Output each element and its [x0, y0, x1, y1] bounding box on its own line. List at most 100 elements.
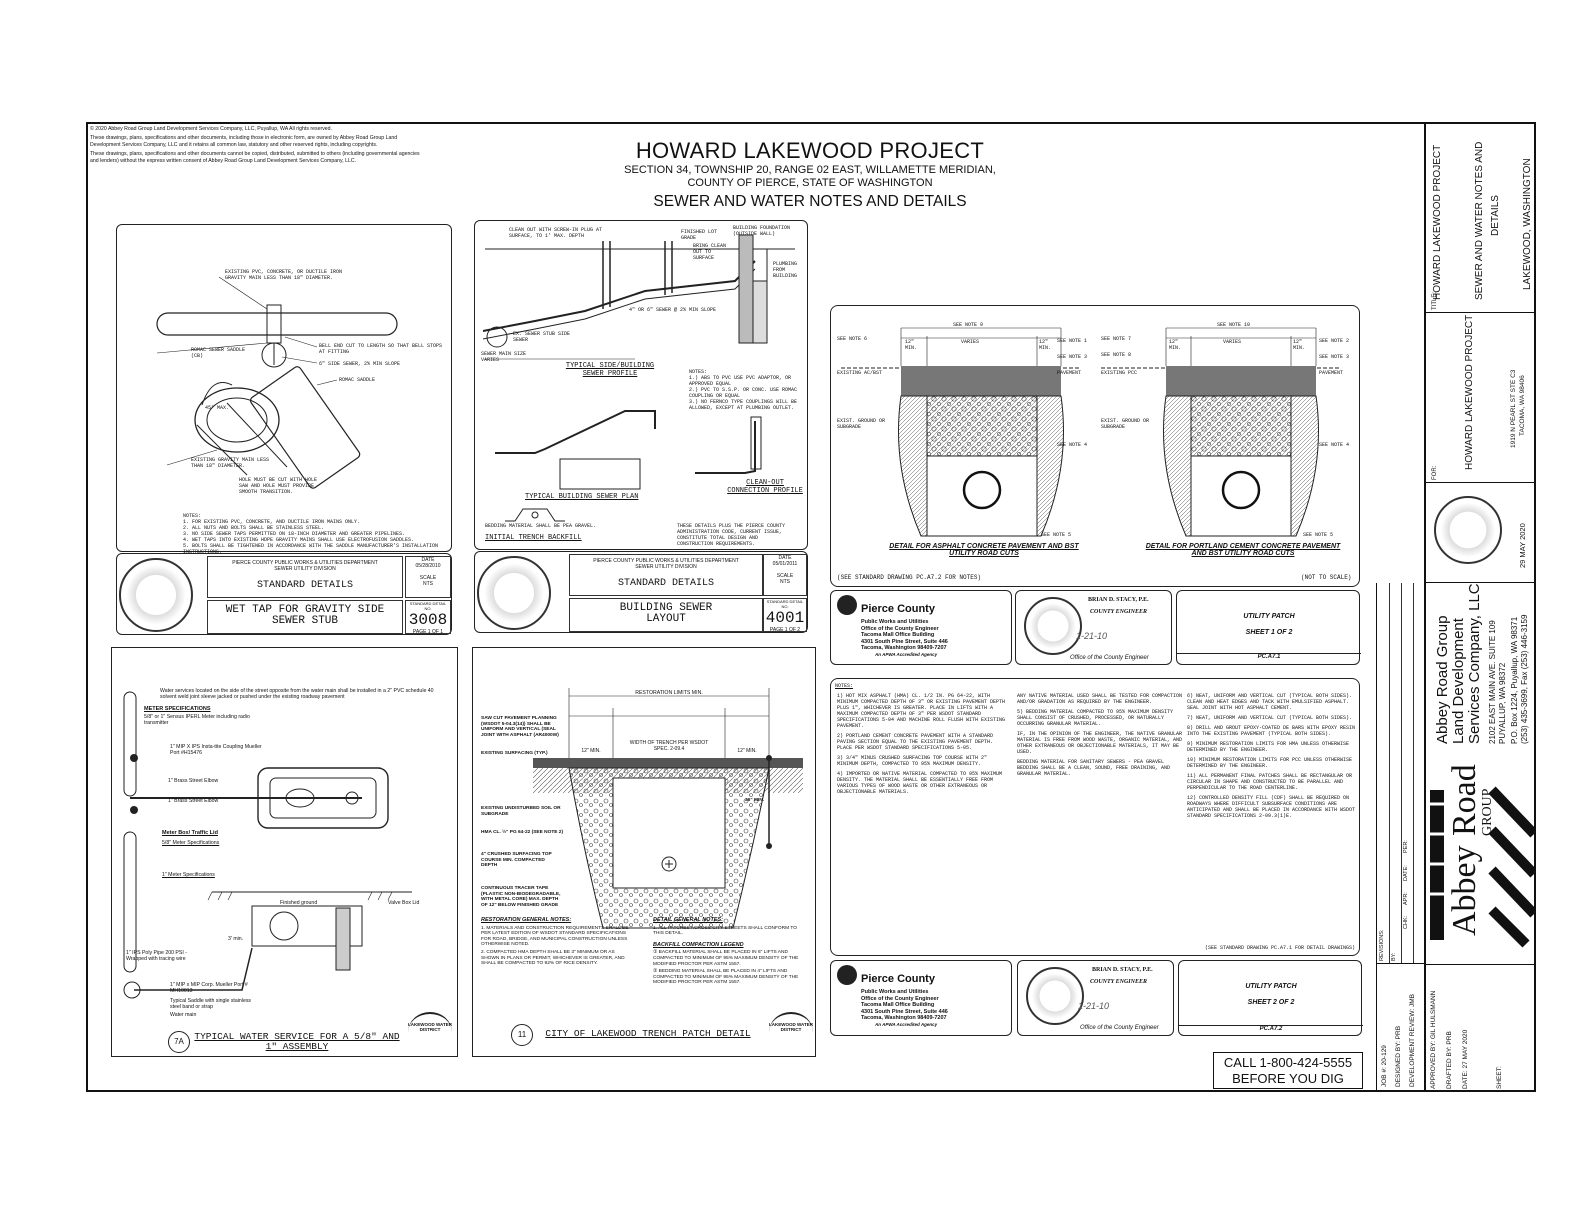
lakewood-water-logo: LAKEWOOD WATER DISTRICT	[408, 1012, 452, 1052]
engineer-seal-icon	[119, 558, 193, 632]
patch-note-item: 3) 3/4" MINUS CRUSHED SURFACING TOP COUR…	[837, 755, 988, 767]
pierce-dept-1: Public Works and Utilities	[861, 619, 929, 625]
revision-col-divider	[1377, 583, 1390, 963]
detail-4001-scale-label: SCALE	[776, 573, 794, 579]
pierce-dept-3: Tacoma Mall Office Building	[861, 1002, 935, 1008]
designed-value: PRB	[1395, 1025, 1402, 1040]
meter-58-heading: 5/8" Meter Specifications	[162, 840, 220, 846]
road-cut-note9: SEE NOTE 9	[953, 322, 984, 328]
detail-11-number: 11	[511, 1024, 533, 1046]
pierce-addr-1: 4301 South Pine Street, Suite 446	[861, 638, 948, 645]
brass-elbow-label-1: 1" Brass Street Elbow	[168, 778, 219, 784]
pierce-accred: An APWA Accredited Agency	[875, 651, 938, 657]
county-engineer-title: COUNTY ENGINEER	[1090, 979, 1147, 985]
patch-note-item: 11) ALL PERMANENT FINAL PATCHES SHALL BE…	[1187, 773, 1353, 791]
bldg-label-bring: BRING CLEAN OUT TO SURFACE	[693, 243, 727, 261]
bldg-label-main: SEWER MAIN SIZE VARIES	[481, 351, 527, 363]
patch-notes-see-std: (SEE STANDARD DRAWING PC.A7.1 FOR DETAIL…	[1205, 945, 1356, 951]
trench-36min-label: 36" MIN.	[745, 798, 765, 803]
company-line-2: Land Development	[1450, 618, 1467, 744]
detail-3008-date: 05/28/2010	[415, 563, 441, 569]
road-cut-12min: 12" MIN.	[1169, 339, 1182, 351]
designed-by: DESIGNED BY: PRB	[1395, 1026, 1402, 1087]
wet-tap-note-item: 5. BOLTS SHALL BE TIGHTENED IN ACCORDANC…	[183, 543, 439, 555]
road-cut-see-std: (SEE STANDARD DRAWING PC.A7.2 FOR NOTES)	[837, 574, 982, 581]
county-engineer-office: Office of the County Engineer	[1070, 655, 1149, 661]
job-label: JOB #:	[1381, 1067, 1388, 1087]
copyright-notice: © 2020 Abbey Road Group Land Development…	[90, 126, 420, 167]
call-number: CALL 1-800-424-5555	[1223, 1055, 1353, 1070]
trench-hma-label: HMA CL. ½" PG 64-22 (SEE NOTE 2)	[481, 830, 564, 835]
revisions-by-label: BY:	[1391, 952, 1397, 961]
wet-tap-note-item: 3. NO SIDE SEWER TAPS PERMITTED ON 18-IN…	[183, 531, 406, 537]
meter-box-heading: Meter Box/ Traffic Lid	[162, 830, 218, 836]
company-addr-1: 2102 EAST MAIN AVE. SUITE 109	[1488, 620, 1497, 744]
copyright-line-3: These drawings, plans, specifications an…	[90, 151, 420, 164]
call-before-you-dig: CALL 1-800-424-5555 BEFORE YOU DIG	[1213, 1052, 1363, 1089]
pierce-address-block: Public Works and Utilities Office of the…	[861, 619, 948, 658]
meter-spec-heading: METER SPECIFICATIONS	[144, 706, 211, 712]
revisions-label: REVISIONS:	[1379, 929, 1385, 961]
road-cut-not-to-scale: (NOT TO SCALE)	[1301, 574, 1352, 581]
designed-label: DESIGNED BY:	[1395, 1041, 1402, 1087]
patch-notes-panel: NOTES: 1) HOT MIX ASPHALT (HMA) CL. 1/2 …	[830, 678, 1360, 956]
company-line-1: Abbey Road Group	[1434, 615, 1451, 744]
trench-tape-label: CONTINUOUS TRACER TAPE (PLASTIC NON-BIOD…	[481, 886, 561, 908]
wet-tap-drawing-panel: EXISTING PVC, CONCRETE, OR DUCTILE IRON …	[116, 224, 452, 555]
copyright-line-1: © 2020 Abbey Road Group Land Development…	[90, 126, 332, 132]
bldg-cleanout-title: CLEAN-OUT CONNECTION PROFILE	[727, 479, 803, 495]
copyright-line-2: These drawings, plans, specifications an…	[90, 135, 398, 148]
road-cut-note8: SEE NOTE 8	[1101, 352, 1132, 358]
detail-3008-agency-box: PIERCE COUNTY PUBLIC WORKS & UTILITIES D…	[207, 556, 403, 598]
water-main-label: Water main	[170, 1012, 197, 1018]
wet-tap-notes: NOTES: 1. FOR EXISTING PVC, CONCRETE, AN…	[183, 513, 443, 555]
patch-notes-col-3: 6) NEAT, UNIFORM AND VERTICAL CUT (TYPIC…	[1187, 693, 1357, 823]
trench-restoration-note: 2. COMPACTED HMA DEPTH SHALL BE 3" MINIM…	[481, 949, 625, 967]
bldg-profile-title: TYPICAL SIDE/BUILDING SEWER PROFILE	[565, 362, 655, 378]
wet-tap-label-bell: BELL END CUT TO LENGTH SO THAT BELL STOP…	[319, 343, 443, 355]
detail-3008-std-label: STANDARD DETAIL NO.	[409, 601, 447, 611]
road-cut-note4: SEE NOTE 4	[1057, 442, 1088, 448]
engineer-seal-icon	[477, 556, 551, 630]
road-cut-note10: SEE NOTE 10	[1217, 322, 1251, 328]
poly-pipe-label: 1" IPS Poly Pipe 200 PSI - Wrapped with …	[126, 950, 187, 962]
for-line-1: HOWARD LAKEWOOD PROJECT	[1464, 314, 1475, 470]
bldg-label-finished: FINISHED LOT GRADE	[681, 229, 718, 241]
detail-4001-page: PAGE 1 OF 2	[769, 627, 801, 633]
water-service-drawing	[123, 691, 412, 999]
wet-tap-label-angle: 45° MAX.	[205, 405, 230, 411]
patch-note-item: 9) MINIMUM RESTORATION LIMITS FOR HMA UN…	[1187, 741, 1350, 753]
trench-12min-right: 12" MIN.	[737, 748, 757, 754]
pierce-org: Pierce County	[861, 603, 935, 615]
detail-4001-number: 4001	[765, 609, 805, 627]
trench-patch-drawing	[533, 688, 803, 929]
county-engineer-office: Office of the County Engineer	[1080, 1025, 1159, 1031]
bldg-notes-heading: NOTES:	[689, 369, 708, 375]
bldg-footer-text: THESE DETAILS PLUS THE PIERCE COUNTY ADM…	[677, 523, 786, 547]
pierce-dept-3: Tacoma Mall Office Building	[861, 632, 935, 638]
company-addr-2: PUYALLUP, WA 98372	[1498, 662, 1507, 744]
devrev-value: JMB	[1409, 994, 1416, 1008]
trench-sawcut-label: SAW CUT PAVEMENT PLANNING (WSDOT 5-04.3(…	[481, 716, 559, 738]
road-cut-pavement: PAVEMENT	[1057, 370, 1082, 376]
job-value: 20-129	[1381, 1045, 1388, 1066]
road-cut-12min: 12" MIN.	[1039, 339, 1052, 351]
wet-tap-label-main: EXISTING PVC, CONCRETE, OR DUCTILE IRON …	[225, 269, 343, 281]
trench-crushed-label: 4" CRUSHED SURFACING TOP COURSE MIN. COM…	[481, 852, 552, 869]
wet-tap-note-item: 1. FOR EXISTING PVC, CONCRETE, AND DUCTI…	[183, 519, 361, 525]
meter-spec-text: 5/8" or 1" Sensus IPERL Meter including …	[144, 714, 250, 726]
drawing-sheet-border	[86, 122, 1536, 1092]
title-line-1: HOWARD LAKEWOOD PROJECT	[1432, 144, 1443, 300]
trench-restoration-note: 1. MATERIALS AND CONSTRUCTION REQUIREMEN…	[481, 925, 629, 948]
bldg-backfill-title: INITIAL TRENCH BACKFILL	[485, 534, 582, 542]
water-service-title: TYPICAL WATER SERVICE FOR A 5/8" AND 1" …	[194, 1031, 400, 1052]
logo-word-abbey: Abbey	[1446, 845, 1483, 936]
patch-notes-heading: NOTES:	[835, 683, 854, 689]
trench-restoration-notes: RESTORATION GENERAL NOTES: 1. MATERIALS …	[481, 917, 631, 969]
patch-note-item: 8) DRILL AND GROUT EPOXY-COATED DE BARS …	[1187, 725, 1356, 737]
pierce-addr-2: Tacoma, Washington 98409-7207	[861, 645, 947, 651]
road-cut-note6: SEE NOTE 6	[837, 336, 868, 342]
revisions-date-label: DATE:	[1403, 865, 1409, 881]
title-line-3: DETAILS	[1490, 195, 1501, 236]
devrev-label: DEVELOPMENT REVIEW:	[1409, 1008, 1416, 1087]
